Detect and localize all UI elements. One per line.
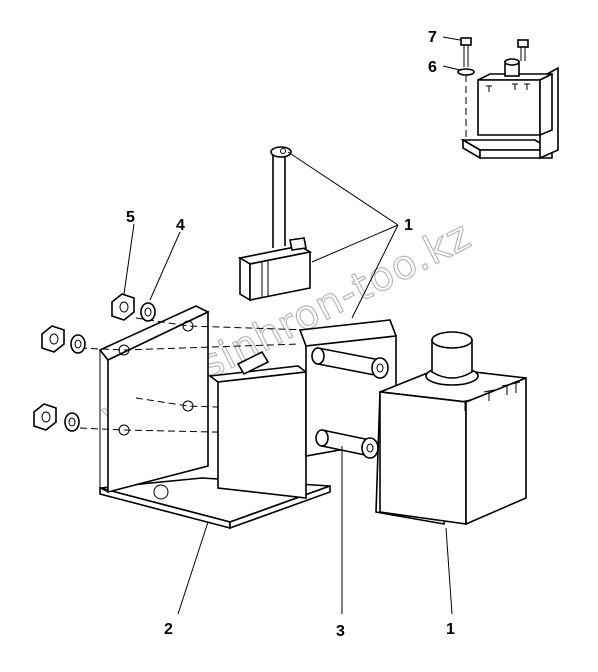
washer-small (140, 302, 156, 322)
nut-lower-left (33, 403, 80, 432)
label-part-3: 3 (336, 623, 345, 640)
solenoid-coil (375, 331, 527, 526)
label-part-1-lower: 1 (446, 621, 455, 638)
label-part-1-upper: 1 (404, 217, 413, 234)
inset-assembled-view (457, 37, 559, 160)
label-part-4: 4 (176, 217, 185, 234)
label-part-2: 2 (164, 621, 173, 638)
bolts (311, 347, 389, 459)
label-part-6: 6 (428, 59, 437, 76)
leader-lines (123, 36, 461, 615)
label-part-5: 5 (126, 209, 135, 226)
plunger-upper (237, 146, 313, 302)
nut-small (111, 293, 135, 321)
nut-upper-left (41, 325, 86, 354)
label-part-7: 7 (428, 29, 437, 46)
